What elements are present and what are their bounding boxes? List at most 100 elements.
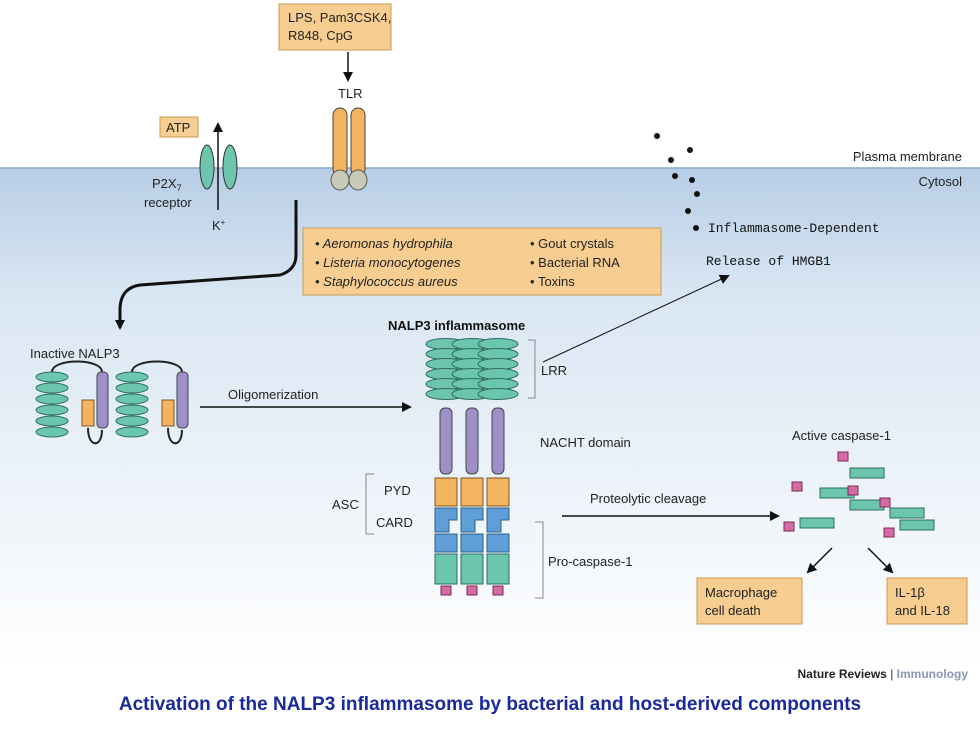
ligand-line1: LPS, Pam3CSK4, — [288, 10, 391, 25]
caspase-pink-fragment — [791, 481, 803, 492]
nacht-domain — [491, 407, 505, 475]
activator-right-2: • Bacterial RNA — [530, 255, 620, 270]
caspase-pink-fragment — [783, 521, 795, 532]
nalp3-inflammasome-label: NALP3 inflammasome — [388, 318, 525, 333]
active-caspase-label: Active caspase-1 — [792, 428, 891, 443]
caspase-pink-fragment — [879, 497, 891, 508]
inactive-tail — [167, 427, 183, 445]
asc-bracket — [365, 473, 374, 535]
macrophage-box: Macrophage cell death — [696, 577, 803, 625]
lrr-coil — [477, 378, 519, 390]
plasma-membrane-label: Plasma membrane — [853, 149, 962, 164]
oligomerization-label: Oligomerization — [228, 387, 318, 402]
caspase-teal-fragment — [889, 507, 925, 519]
tlr-label: TLR — [338, 86, 363, 101]
pro-caspase-bracket — [535, 521, 544, 599]
potassium-label: K+ — [212, 218, 226, 233]
activator-right-1: • Gout crystals — [530, 236, 615, 251]
figure-caption: Activation of the NALP3 inflammasome by … — [118, 694, 862, 715]
activator-left-3: • Staphylococcus aureus — [315, 274, 458, 289]
atp-box: ATP — [159, 116, 199, 138]
ligand-box: LPS, Pam3CSK4, R848, CpG — [278, 3, 392, 51]
caspase-pink-fragment — [883, 527, 895, 538]
pyd-label: PYD — [384, 483, 411, 498]
ligand-line2: R848, CpG — [288, 28, 353, 43]
caspase-pink-fragment — [847, 485, 859, 496]
p2x7-receptor-label: receptor — [144, 195, 192, 210]
credit-section: Immunology — [896, 667, 968, 681]
il-box: IL-1β and IL-18 — [886, 577, 968, 625]
lrr-coil — [477, 368, 519, 380]
pyd-domain — [434, 477, 458, 507]
inactive-lrr-coil — [35, 393, 69, 405]
nacht-domain — [465, 407, 479, 475]
p2x7-receptor — [199, 144, 238, 190]
caspase-segment — [434, 553, 458, 585]
activator-left-2: • Listeria monocytogenes — [315, 255, 461, 270]
il-line1: IL-1β — [895, 585, 925, 600]
to-macrophage-arrow — [806, 547, 833, 574]
caspase-segment — [434, 533, 458, 553]
inactive-lrr-coil — [35, 371, 69, 383]
pyd-domain — [486, 477, 510, 507]
inactive-nalp3 — [35, 360, 189, 445]
card-domain — [486, 507, 510, 533]
inactive-lrr-coil — [115, 426, 149, 438]
caspase-teal-fragment — [849, 467, 885, 479]
card-domain — [434, 507, 458, 533]
activators-box: • Aeromonas hydrophila • Listeria monocy… — [302, 227, 662, 296]
lrr-to-hmgb1-arrow — [542, 274, 730, 363]
cytosol-label: Cytosol — [919, 174, 962, 189]
lrr-coil — [477, 348, 519, 360]
tlr-to-nalp3-arrow — [115, 200, 298, 330]
inactive-lrr-coil — [35, 382, 69, 394]
inactive-pyd — [161, 399, 175, 427]
il-line2: and IL-18 — [895, 603, 950, 618]
lrr-label: LRR — [541, 363, 567, 378]
credit-journal: Nature Reviews — [797, 667, 887, 681]
activator-right-3: • Toxins — [530, 274, 575, 289]
inactive-lrr-coil — [35, 426, 69, 438]
caspase-teal-fragment — [849, 499, 885, 511]
active-caspase-1 — [783, 451, 935, 538]
caspase-segment — [486, 553, 510, 585]
inactive-nalp3-label: Inactive NALP3 — [30, 346, 120, 361]
lrr-bracket — [528, 339, 536, 399]
card-label: CARD — [376, 515, 413, 530]
caspase-tip — [492, 585, 504, 596]
caspase-segment — [486, 533, 510, 553]
inactive-lrr-coil — [115, 393, 149, 405]
inactive-linker — [131, 360, 183, 373]
asc-label: ASC — [332, 497, 359, 512]
p2x7-label: P2X7 — [152, 176, 182, 193]
journal-credit: Nature Reviews | Immunology — [797, 667, 968, 681]
pro-caspase-label: Pro-caspase-1 — [548, 554, 633, 569]
inactive-lrr-coil — [115, 404, 149, 416]
inactive-linker — [51, 360, 103, 373]
lrr-coil — [477, 388, 519, 400]
macrophage-line2: cell death — [705, 603, 761, 618]
hmgb1-line1: Inflammasome-Dependent — [708, 221, 880, 236]
inactive-tail — [87, 427, 103, 445]
inactive-pyd — [81, 399, 95, 427]
inactive-lrr-coil — [115, 382, 149, 394]
inactive-lrr-coil — [115, 415, 149, 427]
card-domain — [460, 507, 484, 533]
atp-label: ATP — [166, 120, 190, 135]
caspase-segment — [460, 553, 484, 585]
inactive-nacht — [176, 371, 189, 429]
to-il-arrow — [867, 547, 894, 574]
tlr-receptor — [330, 107, 368, 191]
proteolytic-label: Proteolytic cleavage — [590, 491, 706, 506]
nacht-domain — [439, 407, 453, 475]
caspase-tip — [466, 585, 478, 596]
pyd-domain — [460, 477, 484, 507]
inactive-lrr-coil — [115, 371, 149, 383]
inactive-lrr-coil — [35, 415, 69, 427]
activator-left-1: • Aeromonas hydrophila — [315, 236, 453, 251]
inactive-nacht — [96, 371, 109, 429]
caspase-pink-fragment — [837, 451, 849, 462]
caspase-teal-fragment — [899, 519, 935, 531]
nacht-label: NACHT domain — [540, 435, 631, 450]
